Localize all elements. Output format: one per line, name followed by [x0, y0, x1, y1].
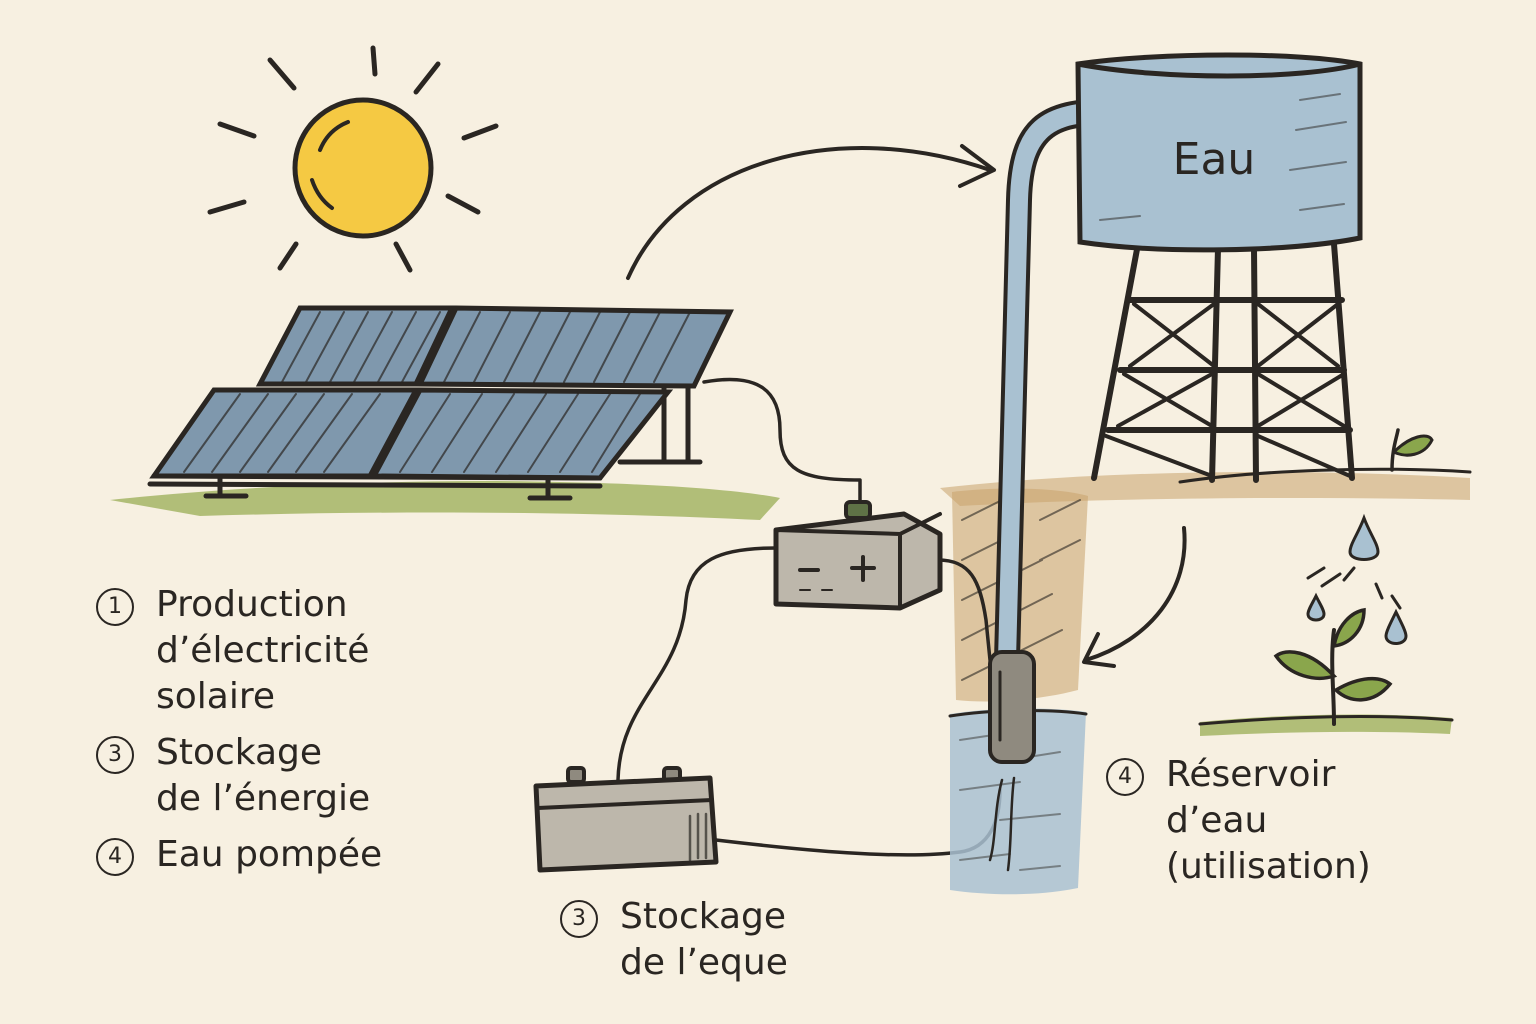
legend-right: 4 Réservoir d’eau (utilisation)	[1106, 752, 1506, 900]
legend-item: 4 Eau pompée	[96, 832, 496, 878]
legend-item: 4 Réservoir d’eau (utilisation)	[1106, 752, 1506, 890]
legend-text: Eau pompée	[156, 834, 383, 875]
return-arrow-icon	[1082, 526, 1187, 668]
solar-panels-icon	[147, 305, 734, 501]
legend-left: 1 Production d’électricité solaire 3 Sto…	[96, 582, 496, 888]
cables	[616, 377, 1002, 857]
legend-number: 3	[560, 900, 598, 938]
tank-label: Eau	[1173, 134, 1256, 185]
plant-icon	[1273, 428, 1434, 726]
legend-number: 4	[1106, 758, 1144, 796]
legend-item: 3 Stockage de l’énergie	[96, 730, 496, 822]
legend-text: Production d’électricité solaire	[156, 584, 370, 717]
legend-item: 1 Production d’électricité solaire	[96, 582, 496, 720]
charge-controller-icon	[773, 500, 943, 611]
legend-text: Réservoir d’eau (utilisation)	[1166, 754, 1371, 887]
legend-number: 1	[96, 588, 134, 626]
sun-icon	[207, 45, 499, 273]
legend-number: 4	[96, 838, 134, 876]
water-drops-icon	[1306, 513, 1408, 645]
flow-arrow-icon	[626, 144, 996, 280]
legend-item: 3 Stockage de l’eque	[560, 894, 880, 986]
legend-number: 3	[96, 736, 134, 774]
water-tower-icon: Eau	[1075, 52, 1363, 483]
battery-icon	[533, 766, 719, 873]
legend-text: Stockage de l’eque	[620, 896, 788, 983]
legend-text: Stockage de l’énergie	[156, 732, 371, 819]
legend-bottom: 3 Stockage de l’eque	[560, 894, 880, 996]
